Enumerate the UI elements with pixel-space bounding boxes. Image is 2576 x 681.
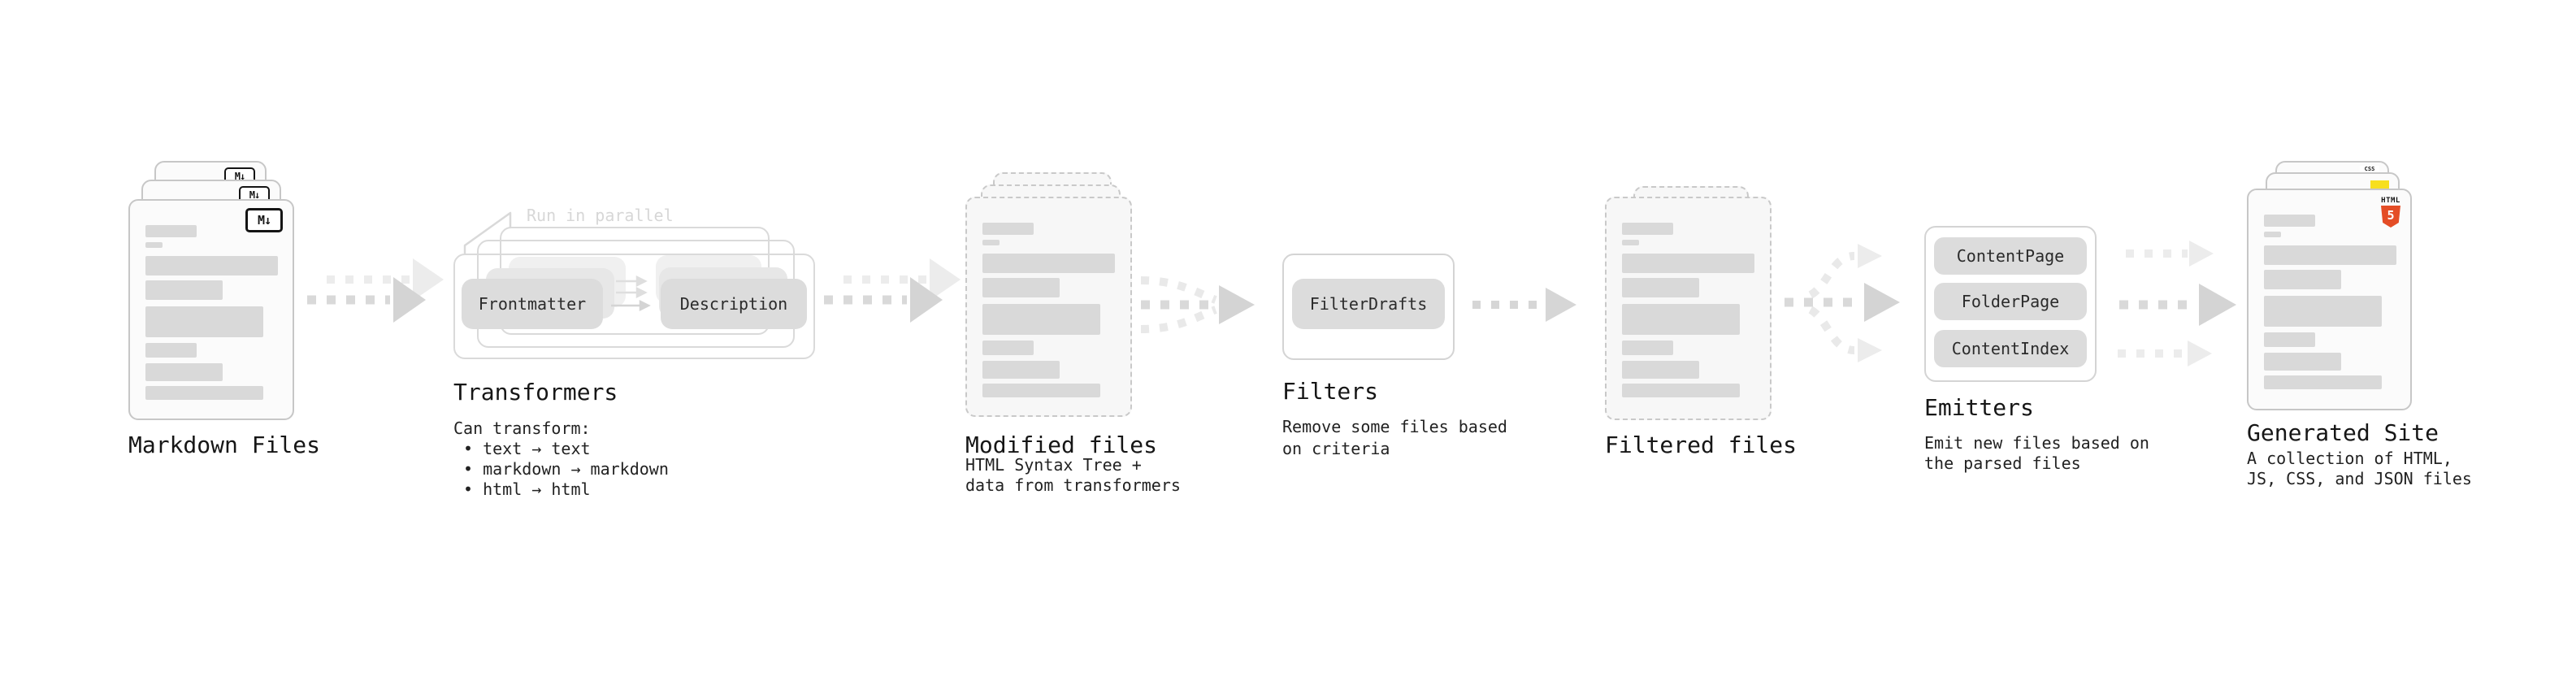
placeholder-line [1622,361,1699,379]
stage-label-modified-files: Modified files [965,432,1158,458]
placeholder-line [2264,245,2396,265]
stage-label-markdown-files: Markdown Files [128,432,321,458]
placeholder-line [982,240,1000,245]
markdown-icon: M↓ [245,208,283,232]
placeholder-line [1622,278,1699,297]
modified-file-card-front [965,197,1132,417]
stage-label-transformers: Transformers [453,379,618,406]
stage-label-emitters: Emitters [1924,394,2034,421]
flow-arrow-icon [307,258,444,323]
markdown-file-card-front: M↓ [128,199,294,420]
filters-desc: Remove some files based [1282,417,1507,436]
emitters-desc: the parsed files [1924,453,2081,473]
transformer-description-pill: Description [661,279,807,329]
transformer-frontmatter-pill: Frontmatter [462,279,603,329]
placeholder-line [1622,223,1673,235]
flow-triple-arrow-icon [2118,241,2236,367]
transformers-desc-title: Can transform: [453,419,591,438]
emitters-desc: Emit new files based on [1924,433,2149,453]
placeholder-line [1622,384,1740,397]
placeholder-line [1622,304,1740,335]
generated-desc: A collection of HTML, [2247,449,2452,468]
placeholder-line [982,340,1034,355]
placeholder-line [2264,332,2315,347]
placeholder-line [145,242,163,248]
placeholder-line [2264,353,2341,371]
placeholder-line [982,278,1060,297]
html5-icon: HTML 5 [2379,197,2402,228]
placeholder-line [145,256,278,275]
stage-label-filters: Filters [1282,378,1379,405]
emitter-content-index-pill: ContentIndex [1934,330,2087,367]
flow-arrow-icon [1472,288,1576,322]
html5-number: 5 [2387,208,2395,223]
flow-converge-arrow-icon [1140,276,1255,333]
html5-wordmark: HTML [2381,197,2400,205]
emitter-folder-page-pill: FolderPage [1934,283,2087,320]
placeholder-line [145,225,197,237]
filtered-file-card-front [1605,197,1772,420]
flow-arrow-icon [824,258,961,323]
placeholder-line [145,306,263,337]
placeholder-line [2264,375,2382,389]
placeholder-line [982,361,1060,379]
modified-files-desc: data from transformers [965,475,1181,495]
placeholder-line [982,304,1100,335]
run-in-parallel-note: Run in parallel [527,206,674,225]
filters-desc: on criteria [1282,439,1390,458]
generated-html-card: HTML 5 [2247,189,2412,410]
transformers-bullet: • text → text [463,439,591,458]
js-icon [2370,180,2389,190]
transformers-bullet: • markdown → markdown [463,459,669,479]
stage-label-generated-site: Generated Site [2247,419,2439,446]
placeholder-line [145,343,197,358]
placeholder-line [1622,254,1754,273]
placeholder-line [145,280,223,300]
modified-files-desc: HTML Syntax Tree + [965,455,1142,475]
placeholder-line [982,384,1100,397]
placeholder-line [1622,240,1639,245]
transformers-bullet: • html → html [463,479,591,499]
placeholder-line [2264,232,2281,237]
placeholder-line [145,386,263,400]
placeholder-line [2264,270,2341,289]
generated-desc: JS, CSS, and JSON files [2247,469,2472,488]
flow-diverge-arrow-icon [1785,244,1900,362]
placeholder-line [982,223,1034,235]
placeholder-line [1622,340,1673,355]
parallel-arrows-icon [611,275,651,312]
stage-label-filtered-files: Filtered files [1605,432,1798,458]
emitter-content-page-pill: ContentPage [1934,237,2087,275]
placeholder-line [982,254,1115,273]
placeholder-line [2264,215,2315,227]
transformer-frame-front [453,254,815,359]
placeholder-line [145,363,223,381]
placeholder-line [2264,296,2382,327]
filter-drafts-pill: FilterDrafts [1292,279,1445,329]
note-connector-line [463,211,512,254]
